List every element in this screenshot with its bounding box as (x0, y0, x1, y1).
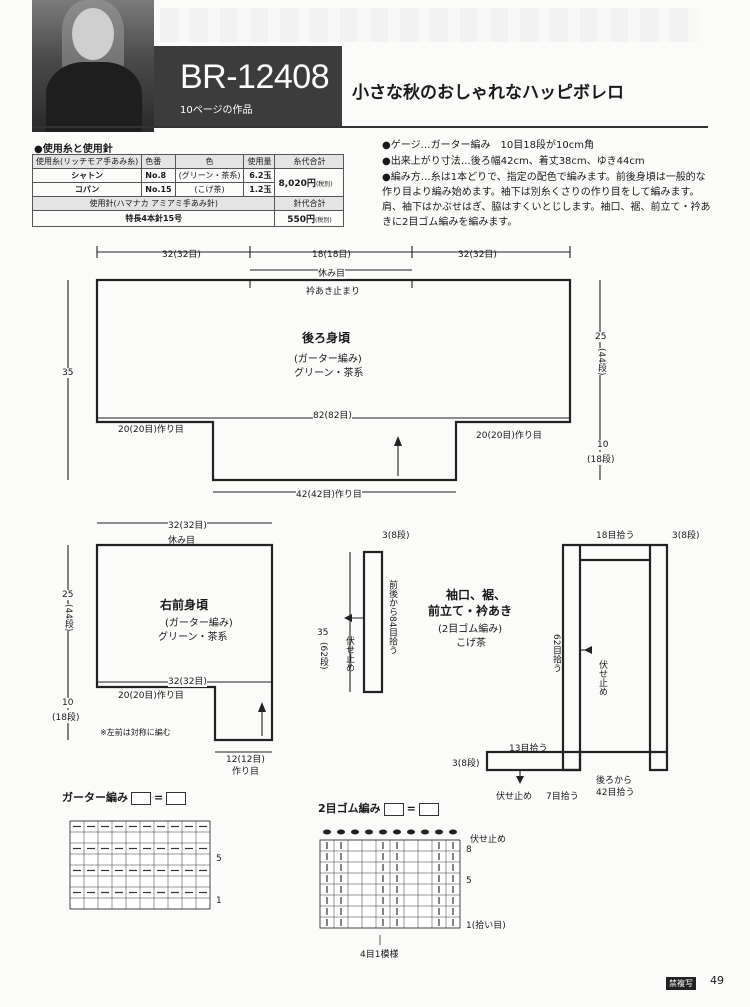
band-pickup-84: 前後から84目拾う (387, 580, 397, 655)
spec-notes: ●ゲージ…ガーター編み 10目18段が10cm角 ●出来上がり寸法…後ろ幅42c… (382, 138, 712, 231)
page-number: 49 (710, 974, 724, 987)
needle-total: 550円 (287, 215, 316, 225)
band-left-outline (362, 550, 384, 694)
back-height-total: 35 (62, 368, 74, 378)
back-body-outline (95, 278, 572, 482)
materials-table: 使用糸(リッチモア手あみ糸) 色番 色 使用量 糸代合計 シャトン No.8 (… (31, 154, 345, 227)
band-stitch: (2目ゴム編み) (438, 624, 503, 635)
rib-title: 2目ゴム編み= (318, 800, 442, 816)
band-back-42-b: 42目拾う (596, 788, 635, 798)
front-mirror-note: ※左前は対称に編む (100, 728, 171, 737)
background-faint-text (160, 8, 700, 42)
rib-tick-8: 8 (466, 845, 472, 855)
band-bindoff-right: 伏せ止め (597, 660, 607, 696)
pattern-title: 小さな秋のおしゃれなハッピボレロ (352, 83, 624, 103)
back-height-upper-rows: (44段) (595, 348, 608, 376)
back-dim-left: 32(32目) (162, 250, 201, 260)
back-cast-left: 20(20目)作り目 (118, 425, 184, 435)
band-bottom-outline (485, 750, 667, 772)
back-dim-right: 32(32目) (458, 250, 497, 260)
header-rule (32, 126, 708, 128)
front-height-lower: 10 (62, 698, 74, 708)
band-top-rows: 3(8段) (382, 531, 410, 541)
front-body-outline (95, 543, 274, 742)
band-back-42-a: 後ろから (596, 776, 633, 786)
rib-tick-5: 5 (466, 876, 472, 886)
front-height-upper: 25 (62, 590, 74, 600)
back-cast-bottom: 42(42目)作り目 (296, 487, 362, 500)
front-rest-stitches: 休み目 (168, 536, 196, 546)
back-body-name: 後ろ身頃 (302, 331, 351, 345)
garter-tick-5: 5 (216, 854, 222, 864)
back-color: グリーン・茶系 (294, 368, 364, 379)
band-color: こげ茶 (456, 638, 486, 649)
materials-heading: ●使用糸と使用針 (34, 144, 113, 155)
yarn-total: 8,020円 (278, 179, 316, 189)
band-name-2: 前立て・衿あき (428, 604, 513, 618)
band-pick-62: 62目拾う (551, 634, 561, 673)
front-dim-top: 32(32目) (168, 518, 207, 531)
rib-bindoff: 伏せ止め (470, 835, 507, 845)
back-height-lower: 10 (597, 440, 609, 450)
back-cast-right: 20(20目)作り目 (476, 431, 542, 441)
spec-gauge: ●ゲージ…ガーター編み 10目18段が10cm角 (382, 140, 594, 151)
pattern-code: BR-12408 (180, 58, 330, 96)
band-rows-right: 3(8段) (672, 531, 700, 541)
band-name-1: 袖口、裾、 (446, 588, 507, 602)
garter-tick-1: 1 (216, 896, 222, 906)
front-cast: 20(20目)作り目 (118, 691, 184, 701)
front-height-lower-rows: (18段) (52, 710, 80, 723)
front-bottom-cast: 作り目 (232, 767, 260, 777)
front-height-upper-rows: (44段) (62, 604, 75, 632)
back-height-lower-rows: (18段) (587, 452, 615, 465)
back-stitch: (ガーター編み) (294, 354, 362, 365)
band-rows-bottom: 3(8段) (452, 759, 480, 769)
front-body-name: 右前身頃 (160, 598, 209, 612)
front-bottom-dim: 12(12目) (226, 755, 265, 765)
back-dim-mid: 18(18目) (312, 250, 351, 260)
band-height: 35 (317, 628, 329, 638)
spec-method: ●編み方…糸は1本どりで、指定の配色で編みます。前後身頃は一般的な作り目より編み… (382, 172, 711, 228)
band-height-rows: (62段) (317, 642, 330, 670)
band-pick-13: 13目拾う (509, 744, 548, 754)
spec-size: ●出来上がり寸法…後ろ幅42cm、着丈38cm、ゆき44cm (382, 156, 645, 167)
back-rest-stitches: 休み目 (318, 266, 346, 279)
band-pick-18: 18目拾う (596, 531, 635, 541)
band-bindoff-bottom: 伏せ止め (496, 792, 533, 802)
needle-total-tax: (税別) (315, 217, 332, 224)
no-copy-badge: 禁複写 (666, 977, 696, 990)
rib-tick-1: 1(拾い目) (466, 921, 506, 931)
garter-title: ガーター編み= (62, 789, 189, 805)
model-photo (32, 0, 154, 132)
front-width: 32(32目) (168, 674, 207, 687)
rib-repeat: 4目1模様 (360, 950, 399, 960)
title-bar (154, 46, 342, 126)
front-stitch: (ガーター編み) (165, 618, 233, 629)
back-neck-stop: 衿あき止まり (306, 287, 361, 297)
yarn-total-tax: (税別) (315, 181, 333, 188)
back-height-upper: 25 (595, 332, 607, 342)
band-right-outline (561, 543, 669, 772)
band-bindoff-left: 伏せ止め (344, 636, 354, 672)
back-width: 82(82目) (313, 408, 352, 421)
band-pick-7: 7目拾う (546, 792, 579, 802)
page-reference: 10ページの作品 (180, 105, 253, 116)
front-color: グリーン・茶系 (158, 632, 228, 643)
needle-name: 特長4本針15号 (31, 210, 276, 227)
